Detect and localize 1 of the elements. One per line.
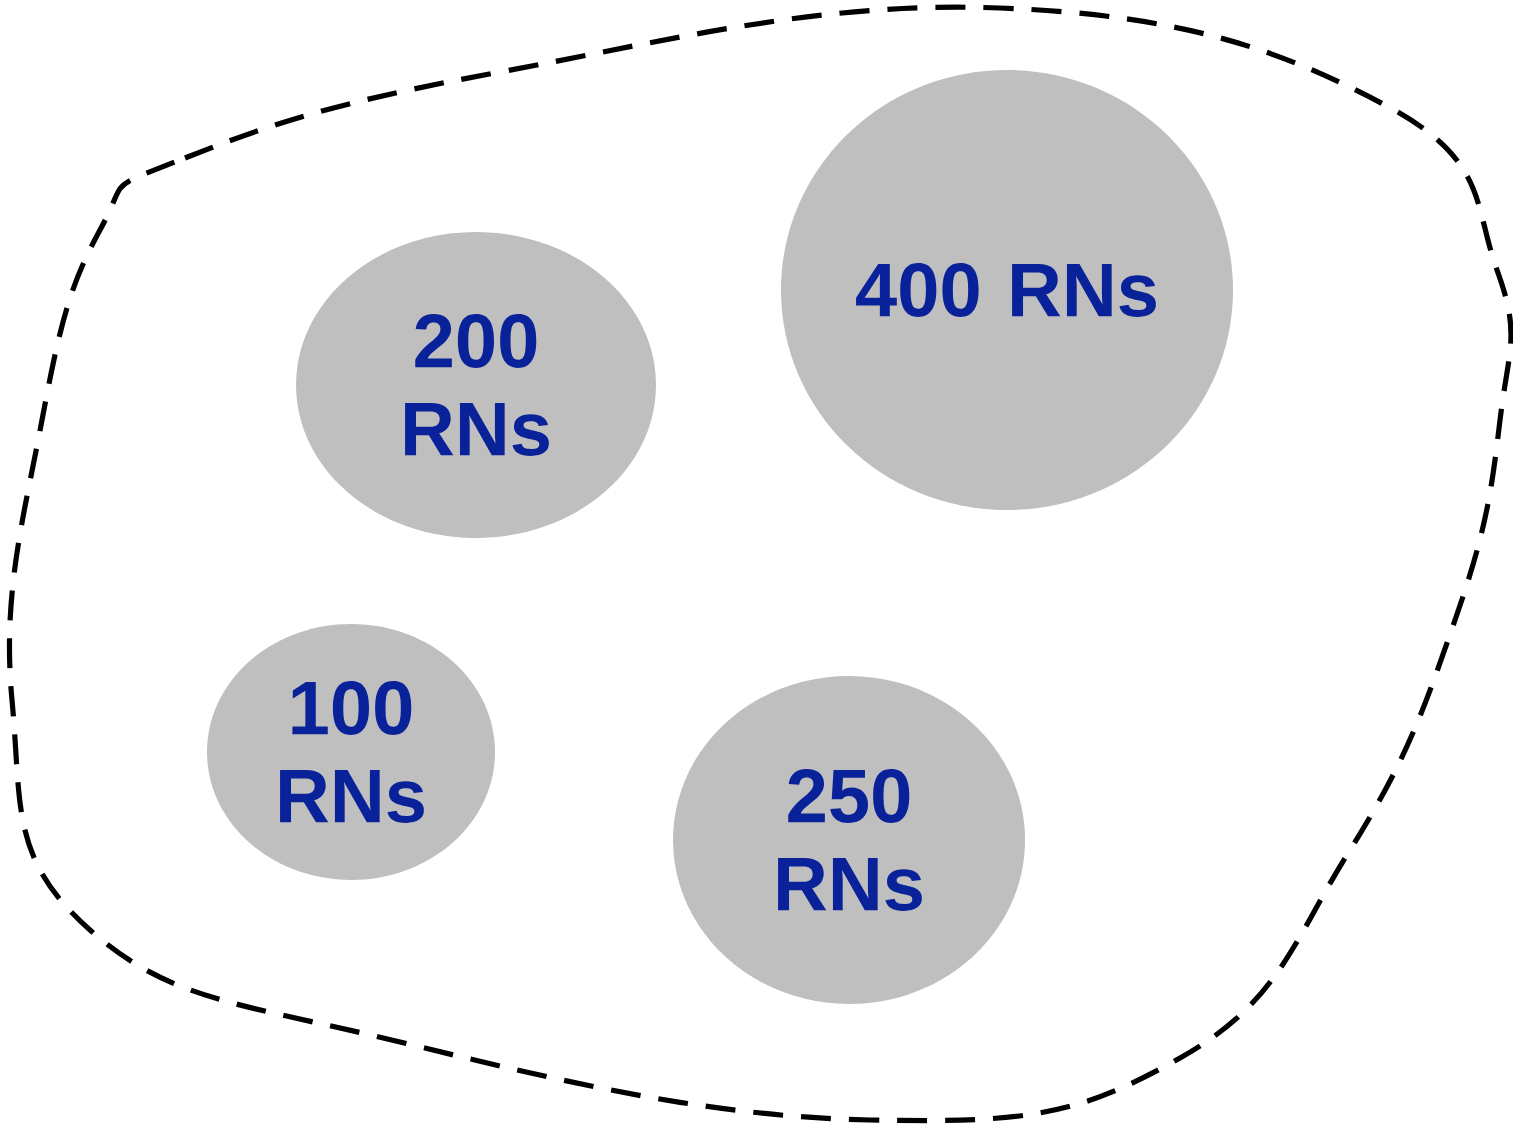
dashed-boundary bbox=[6, 4, 1513, 1124]
